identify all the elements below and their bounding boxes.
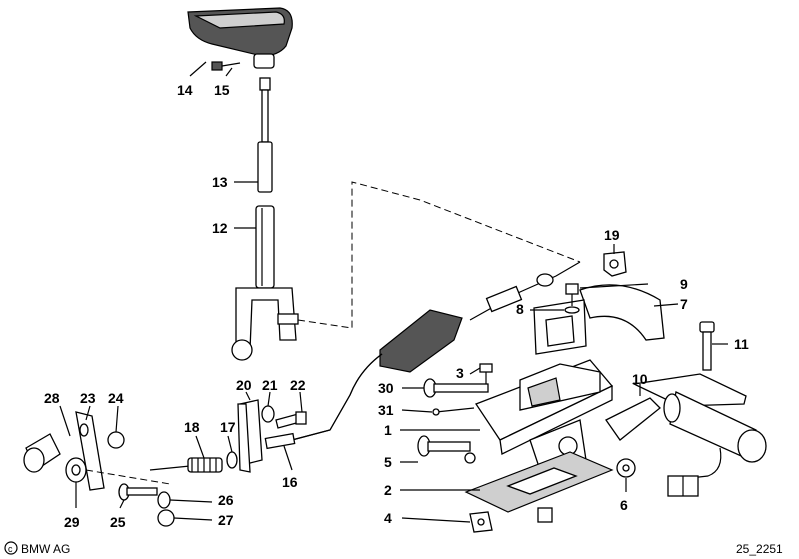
callout-31: 31 [378, 402, 394, 418]
shift-lever [231, 205, 299, 361]
callout-7: 7 [680, 296, 688, 312]
bolt-30 [423, 378, 489, 398]
callout-13: 13 [212, 174, 228, 190]
washer-17 [226, 451, 238, 469]
bolt-5 [417, 435, 476, 464]
bushing-29 [65, 457, 87, 483]
callout-26: 26 [218, 492, 234, 508]
callout-11: 11 [734, 336, 749, 352]
callout-10: 10 [632, 371, 648, 387]
nut-24 [107, 431, 125, 449]
shift-rod [257, 77, 273, 193]
callout-30: 30 [378, 380, 394, 396]
callout-28: 28 [44, 390, 60, 406]
alignment-line [297, 181, 581, 329]
screw-15 [211, 61, 241, 71]
leader-lines [59, 61, 728, 523]
callout-labels: 14 15 13 12 19 9 7 8 11 3 10 30 31 1 5 2… [44, 82, 749, 530]
pin-31 [432, 407, 475, 416]
copyright-icon [4, 541, 18, 555]
callout-18: 18 [184, 419, 200, 435]
callout-4: 4 [384, 510, 392, 526]
shift-cable [291, 261, 581, 441]
bracket-20 [237, 399, 263, 473]
nut-27 [157, 509, 175, 527]
ball-joint-28 [23, 433, 61, 473]
callout-2: 2 [384, 482, 392, 498]
selector-housing [475, 359, 614, 471]
callout-16: 16 [282, 474, 298, 490]
callout-6: 6 [620, 497, 628, 513]
callout-5: 5 [384, 454, 392, 470]
callout-12: 12 [212, 220, 228, 236]
actuator [605, 373, 767, 497]
footer: c BMW AG 25_2251 [4, 541, 783, 556]
callout-24: 24 [108, 390, 124, 406]
bolt-25 [118, 483, 158, 501]
callout-25: 25 [110, 514, 126, 530]
callout-29: 29 [64, 514, 80, 530]
callout-1: 1 [384, 422, 392, 438]
washer-26 [157, 491, 171, 509]
callout-23: 23 [80, 390, 96, 406]
copyright-glyph: c [8, 544, 13, 554]
callout-17: 17 [220, 419, 236, 435]
linkage-axis [85, 469, 171, 485]
callout-14: 14 [177, 82, 193, 98]
callout-21: 21 [262, 377, 278, 393]
clip-4 [469, 507, 553, 533]
callout-8: 8 [516, 301, 524, 317]
shift-knob [187, 7, 293, 69]
callout-3: 3 [456, 365, 464, 381]
bolt-9 [564, 283, 580, 314]
callout-22: 22 [290, 377, 306, 393]
diagram-id: 25_2251 [736, 542, 783, 556]
bolt-22 [275, 411, 307, 429]
rod-end-18 [149, 457, 223, 473]
cover [533, 284, 665, 355]
washer-6 [616, 458, 636, 478]
callout-9: 9 [680, 276, 688, 292]
gasket-plate [464, 451, 614, 513]
brand-label: BMW AG [21, 542, 70, 556]
callout-15: 15 [214, 82, 230, 98]
callout-19: 19 [604, 227, 620, 243]
callout-20: 20 [236, 377, 252, 393]
callout-27: 27 [218, 512, 234, 528]
bolt-11 [699, 321, 715, 371]
cable-end-16 [264, 432, 296, 450]
cable-clip [603, 251, 627, 277]
washer-21 [261, 405, 275, 423]
